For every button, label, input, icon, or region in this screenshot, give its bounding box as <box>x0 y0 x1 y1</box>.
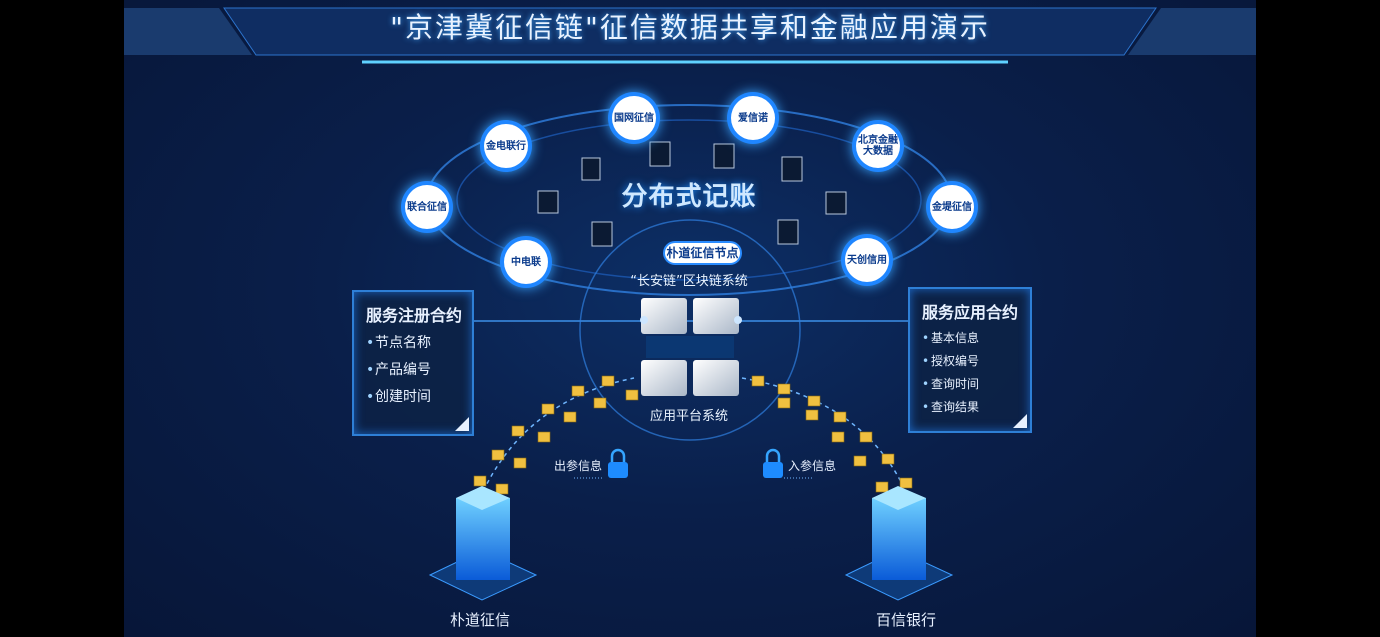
node-jindi-zhengxin: 金堤征信 <box>930 185 974 229</box>
service-application-contract-panel: 服务应用合约 基本信息 授权编号 查询时间 查询结果 <box>908 287 1032 433</box>
panel-item: 节点名称 <box>366 330 472 357</box>
right-server-tower <box>844 486 954 601</box>
panel-item: 查询时间 <box>922 373 1030 396</box>
platform-system-label: 应用平台系统 <box>649 409 728 424</box>
left-endpoint-label: 朴道征信 <box>450 611 511 629</box>
out-param-path <box>479 377 635 499</box>
left-server-tower <box>428 486 538 601</box>
panel-item: 授权编号 <box>922 350 1030 373</box>
panel-title: 服务应用合约 <box>922 303 1019 322</box>
title-wing-right <box>1128 8 1256 55</box>
panel-item: 创建时间 <box>366 384 472 411</box>
service-registration-contract-panel: 服务注册合约 节点名称 产品编号 创建时间 <box>352 290 474 436</box>
out-param-label: 出参信息 <box>554 459 603 473</box>
ledger-documents <box>537 141 847 247</box>
node-aixinnuo: 爱信诺 <box>731 96 775 140</box>
title-banner <box>223 7 1157 56</box>
panel-corner <box>455 417 469 431</box>
panel-item: 产品编号 <box>366 357 472 384</box>
panel-corner <box>1013 414 1027 428</box>
diagram-stage: "京津冀征信链"征信数据共享和金融应用演示 分布式记账 国网征信 爱信诺 金电联… <box>124 0 1256 637</box>
orbit-inner <box>456 119 922 281</box>
panel-item: 查询结果 <box>922 396 1030 419</box>
node-guowang-zhengxin: 国网征信 <box>612 96 656 140</box>
data-folder-icons <box>473 375 913 495</box>
panel-title: 服务注册合约 <box>366 306 463 325</box>
center-circle <box>579 219 801 441</box>
blockchain-system-label: “长安链”区块链系统 <box>630 274 748 289</box>
title-wing-left <box>124 8 252 55</box>
in-lock-icon <box>763 448 783 478</box>
center-node-badge: 朴道征信节点 <box>665 243 740 263</box>
node-beijing-jinrong-dashuju: 北京金融大数据 <box>856 124 900 168</box>
diagram-graphics <box>124 7 1256 601</box>
page-title: "京津冀征信链"征信数据共享和金融应用演示 <box>390 11 990 44</box>
right-endpoint-label: 百信银行 <box>876 611 937 629</box>
blockchain-servers <box>640 298 742 396</box>
node-tianchuang-xinyong: 天创信用 <box>845 238 889 282</box>
in-param-label: 入参信息 <box>788 459 837 473</box>
node-lianhe-zhengxin: 联合征信 <box>405 185 449 229</box>
panel-item: 基本信息 <box>922 327 1030 350</box>
node-zhongdianlian: 中电联 <box>504 240 548 284</box>
node-jindian-lianhang: 金电联行 <box>484 124 528 168</box>
out-lock-icon <box>608 448 628 478</box>
distributed-ledger-title: 分布式记账 <box>621 182 757 212</box>
